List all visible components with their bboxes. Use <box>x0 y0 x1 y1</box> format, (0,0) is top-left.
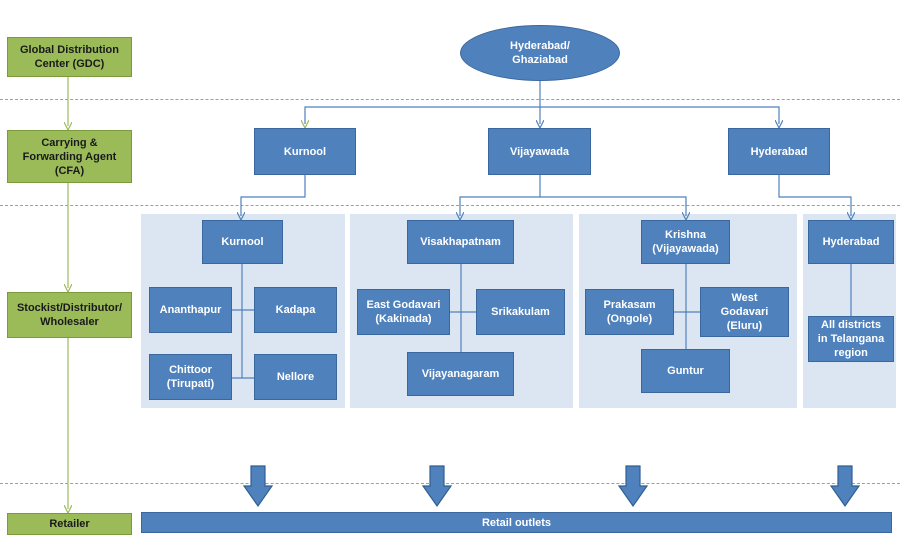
node-krishna: Krishna (Vijayawada) <box>641 220 730 264</box>
node-guntur: Guntur <box>641 349 730 393</box>
separator-line <box>0 99 900 100</box>
hub-hyderabad-ghaziabad: Hyderabad/ Ghaziabad <box>460 25 620 81</box>
down-arrow <box>421 465 453 508</box>
down-arrow <box>242 465 274 508</box>
level-retailer: Retailer <box>7 513 132 535</box>
level-cfa: Carrying & Forwarding Agent (CFA) <box>7 130 132 183</box>
node-visakhapatnam: Visakhapatnam <box>407 220 514 264</box>
node-hyderabad: Hyderabad <box>808 220 894 264</box>
down-arrow <box>829 465 861 508</box>
cfa-vijayawada: Vijayawada <box>488 128 591 175</box>
node-telangana-districts: All districts in Telangana region <box>808 316 894 362</box>
node-kurnool: Kurnool <box>202 220 283 264</box>
level-stockist: Stockist/Distributor/ Wholesaler <box>7 292 132 338</box>
cfa-hyderabad: Hyderabad <box>728 128 830 175</box>
separator-line <box>0 483 900 484</box>
down-arrow <box>617 465 649 508</box>
retail-outlets-bar: Retail outlets <box>141 512 892 533</box>
level-gdc: Global Distribution Center (GDC) <box>7 37 132 77</box>
cfa-kurnool: Kurnool <box>254 128 356 175</box>
separator-line <box>0 205 900 206</box>
node-kadapa: Kadapa <box>254 287 337 333</box>
node-chittoor: Chittoor (Tirupati) <box>149 354 232 400</box>
node-vijayanagaram: Vijayanagaram <box>407 352 514 396</box>
node-west-godavari: West Godavari (Eluru) <box>700 287 789 337</box>
node-srikakulam: Srikakulam <box>476 289 565 335</box>
node-nellore: Nellore <box>254 354 337 400</box>
node-ananthapur: Ananthapur <box>149 287 232 333</box>
node-prakasam: Prakasam (Ongole) <box>585 289 674 335</box>
node-east-godavari: East Godavari (Kakinada) <box>357 289 450 335</box>
